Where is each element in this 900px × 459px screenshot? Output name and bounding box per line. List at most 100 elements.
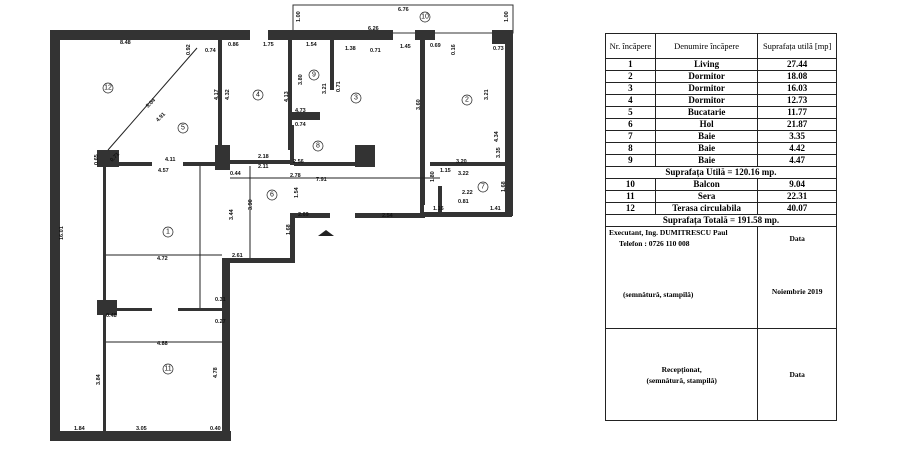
cell-name: Balcon <box>654 178 759 191</box>
cell-nr: 6 <box>605 118 656 131</box>
cell-nr: 2 <box>605 70 656 83</box>
dimension-label: 3.80 <box>298 74 304 85</box>
room-number: 3 <box>354 95 358 102</box>
dimension-label: 0.74 <box>295 122 307 128</box>
grand-total: Suprafața Totală = 191.58 mp. <box>605 214 837 227</box>
dimension-label: 1.54 <box>306 42 318 48</box>
room-marker: 10 <box>419 11 431 23</box>
room-number: 10 <box>421 14 429 21</box>
dimension-label: 0.86 <box>228 42 239 48</box>
dimension-label: 2.54 <box>382 213 394 219</box>
header-nr: Nr. încăpere <box>605 33 656 59</box>
dimension-label: 3.44 <box>229 208 235 220</box>
cell-area: 11.77 <box>757 106 837 119</box>
dimension-label: 0.69 <box>430 43 441 49</box>
dimension-label: 0.31 <box>215 297 226 303</box>
cell-area: 18.08 <box>757 70 837 83</box>
diagonal-wall <box>107 47 198 151</box>
cell-area: 12.73 <box>757 94 837 107</box>
dimension-label: 3.90 <box>248 199 254 210</box>
dimension-label: 1.45 <box>400 44 411 50</box>
cell-nr: 8 <box>605 142 656 155</box>
cell-name: Dormitor <box>654 70 759 83</box>
date-label: Data <box>789 234 805 243</box>
dimension-label: 3.21 <box>322 83 328 94</box>
dimension-label: 2.18 <box>258 154 269 160</box>
room-marker: 6 <box>266 189 278 201</box>
dimension-label: 8.48 <box>120 40 131 46</box>
dimension-label: 0.73 <box>493 46 504 52</box>
room-marker: 2 <box>461 94 473 106</box>
cell-nr: 12 <box>605 202 656 215</box>
dimension-label: 16.01 <box>59 226 65 240</box>
room-number: 2 <box>465 97 469 104</box>
cell-area: 16.03 <box>757 82 837 95</box>
dimension-label: 4.73 <box>295 108 306 114</box>
room-number: 8 <box>316 143 320 150</box>
room-marker: 8 <box>312 140 324 152</box>
dimension-label: 4.17 <box>214 89 220 100</box>
cell-name: Baie <box>654 130 759 143</box>
room-number: 11 <box>164 366 171 373</box>
room-number: 1 <box>166 229 170 236</box>
room-marker: 3 <box>350 92 362 104</box>
executant: Executant, Ing. DUMITRESCU Paul <box>609 228 728 237</box>
dimension-label: 3.22 <box>458 171 469 177</box>
cell-nr: 9 <box>605 154 656 167</box>
cell-name: Dormitor <box>654 82 759 95</box>
dimension-label: 0.16 <box>451 44 457 55</box>
room-marker: 7 <box>477 181 489 193</box>
cell-nr: 7 <box>605 130 656 143</box>
dimension-label: 3.60 <box>416 99 422 110</box>
room-marker: 11 <box>162 363 174 375</box>
dimension-label: 0.92 <box>186 44 192 55</box>
receptionat: Recepționat, <box>661 364 702 374</box>
dimension-label: 3.20 <box>456 159 467 165</box>
dimension-lines <box>106 166 440 343</box>
dimension-label: 2.11 <box>258 164 268 170</box>
dimension-label: 0.27 <box>215 319 226 325</box>
dimension-label: 6.76 <box>398 7 409 13</box>
dimension-label: 1.84 <box>74 426 86 432</box>
cell-area: 40.07 <box>757 202 837 215</box>
dimension-label: 4.78 <box>213 367 219 378</box>
room-marker: 1 <box>162 226 174 238</box>
dimension-label: 0.40 <box>210 426 221 432</box>
dimension-label: 0.44 <box>230 171 242 177</box>
dimension-label: 0.71 <box>336 81 342 92</box>
dimension-label: 1.00 <box>296 11 302 22</box>
room-number: 5 <box>181 125 185 132</box>
room-number: 9 <box>312 72 316 79</box>
entrance-arrow-icon <box>318 230 334 236</box>
cell-nr: 4 <box>605 94 656 107</box>
dimension-label: 1.68 <box>286 224 292 235</box>
dimension-label: 5.04 <box>145 97 157 109</box>
dimension-label: 2.78 <box>290 173 301 179</box>
cell-name: Sera <box>654 190 759 203</box>
cell-nr: 5 <box>605 106 656 119</box>
cell-area: 27.44 <box>757 58 837 71</box>
dimension-label: 7.91 <box>316 177 327 183</box>
cell-name: Living <box>654 58 759 71</box>
cell-area: 21.87 <box>757 118 837 131</box>
dimension-label: 1.41 <box>490 206 501 212</box>
date-value: Noiembrie 2019 <box>771 287 823 296</box>
room-number: 6 <box>270 192 274 199</box>
room-marker: 4 <box>252 89 264 101</box>
cell-name: Hol <box>654 118 759 131</box>
dimension-label: 1.00 <box>504 11 510 22</box>
dimension-label: 4.34 <box>494 130 500 142</box>
dimension-label: 3.05 <box>136 426 147 432</box>
cell-area: 22.31 <box>757 190 837 203</box>
dimension-label: 2.56 <box>293 159 304 165</box>
receptionat-cell: Recepționat, (semnătură, stampilă) <box>604 328 759 421</box>
cell-area: 4.42 <box>757 142 837 155</box>
